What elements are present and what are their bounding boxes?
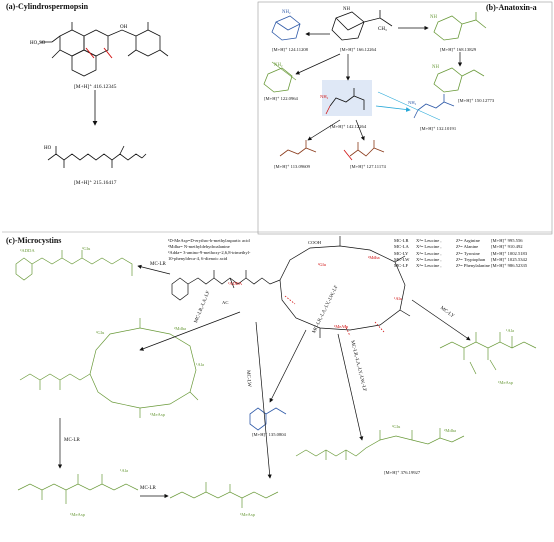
anatoxin-168 — [433, 12, 487, 41]
ion150-nh: NH — [432, 65, 439, 70]
note-adda-1: ³Adda= 3-amino-9-methoxy-2,6,8-trimethyl… — [168, 250, 251, 255]
ion168-nh: NH — [430, 15, 437, 20]
bl-ala-label: ¹Ala — [120, 468, 129, 473]
ana-ion-166: [M+H]⁺ 166.12264 — [340, 47, 377, 52]
ion132-nh2: NH₂ — [408, 100, 417, 105]
arr-mc-ly — [411, 299, 471, 341]
arr-mc-135 — [269, 329, 307, 403]
anatoxin-142 — [325, 88, 365, 115]
label-mdha: ²Mdha — [368, 255, 380, 260]
anatoxin-113 — [279, 140, 317, 157]
mc-135-fragment — [249, 407, 287, 431]
r-mdha-label: ²Mdha — [444, 428, 457, 433]
anatoxin-127 — [343, 140, 385, 161]
oh-text: OH — [120, 25, 128, 30]
frag-glu-label: ³Glu — [82, 246, 91, 251]
arr-166-122 — [295, 53, 341, 75]
panel-b-border — [257, 1, 553, 235]
anatoxin-ch3: CH₃ — [378, 27, 387, 32]
arr-142-132 — [375, 105, 411, 112]
label-ac: AC — [222, 300, 229, 305]
ana-ion-122: [M+H]⁺ 122.0964 — [264, 96, 298, 101]
cylindrospermopsin-structure — [40, 22, 169, 77]
ion142-nh2: NH₂ — [320, 94, 329, 99]
anatoxin-parent — [331, 10, 393, 41]
note-measp: ¹D-MeAsp=D-erythro-b-methylaspartic acid — [168, 238, 250, 243]
ana-ion-168: [M+H]⁺ 168.13829 — [440, 47, 477, 52]
arr-142-113 — [307, 119, 341, 141]
arr-mc-left — [139, 311, 241, 351]
mc-parent-structure — [171, 236, 411, 338]
mc-left-fragment — [19, 318, 199, 418]
anatoxin-150 — [433, 67, 485, 93]
cyn-parent-ion: [M+H]⁺ 416.12345 — [74, 84, 117, 90]
ana-ion-150: [M+H]⁺ 150.12773 — [458, 98, 495, 103]
note-mdha: ²Mdha= N-methyldehydroalanine — [168, 244, 230, 249]
arr-mc-376 — [337, 333, 364, 441]
panel-a-title: (a)-Cylindrospermopsin — [6, 2, 89, 11]
mc-notes: ¹D-MeAsp=D-erythro-b-methylaspartic acid… — [168, 238, 250, 262]
mc-ion-376: [M+H]⁺ 376.19927 — [384, 470, 421, 475]
ion124-nh: NH₂ — [282, 10, 291, 15]
ana-ion-142: [M+H]⁺ 142.12264 — [330, 124, 367, 129]
arr-mc-lw — [255, 321, 272, 479]
mc-ion-135: [M+H]⁺ 135.0804 — [252, 432, 286, 437]
anatoxin-124 — [271, 15, 301, 41]
ana-ion-124: [M+H]⁺ 124.11208 — [272, 47, 308, 52]
left-glu-label: ³Glu — [96, 330, 105, 335]
mc-bottom-mid-fragment — [169, 482, 279, 508]
arr-mclr-adda — [137, 264, 171, 275]
frag-adda-label: ³ADDA — [20, 248, 35, 253]
arrow-label-mclr-top: MC-LR — [150, 262, 166, 267]
cylindrospermopsin-fragment — [47, 145, 147, 168]
anatoxin-nh: NH — [343, 7, 350, 12]
anatoxin-122 — [263, 67, 293, 93]
anatoxin-132 — [413, 94, 455, 119]
left-mdha-label: ²Mdha — [174, 326, 187, 331]
label-measp: ¹MeAsp — [334, 324, 349, 329]
arr-green-decor — [271, 61, 297, 81]
left-measp-label: ¹MeAsp — [150, 412, 165, 417]
mc-adda-fragment — [15, 250, 133, 281]
mc-376-fragment — [295, 428, 465, 460]
label-glu: ³Glu — [318, 262, 326, 267]
ana-ion-132: [M+H]⁺ 132.10191 — [420, 126, 457, 131]
label-ala: ¹Ala — [394, 296, 402, 301]
ly-measp-label: ¹MeAsp — [498, 380, 513, 385]
frag-oh-text: HO — [44, 146, 52, 151]
panel-c-title: (c)-Microcystins — [6, 236, 62, 245]
arr-142-127 — [355, 119, 365, 141]
mc-ly-fragment — [439, 332, 537, 375]
bl-measp-label: ¹MeAsp — [70, 512, 85, 517]
note-adda-2: 10-phenyldeca-4, 6-dienoic acid — [168, 256, 228, 261]
arrow-label-lr-mid: MC-LR — [64, 438, 80, 443]
mc-bottom-left-fragment — [17, 474, 139, 504]
ion122-nh: NH₂ — [274, 63, 283, 68]
left-ala-label: ¹Ala — [196, 362, 205, 367]
ion142-highlight — [322, 80, 372, 116]
ana-ion-113: [M+H]⁺ 113.09609 — [274, 164, 310, 169]
so3-text: HO₃SO — [30, 41, 46, 46]
label-adda: ³ADDA — [228, 281, 242, 286]
cyn-fragment-ion: [M+H]⁺ 215.16417 — [74, 180, 117, 186]
arrow-label-lr-bottom: MC-LR — [140, 486, 156, 491]
arr-cyan-extra — [377, 91, 441, 121]
panel-b-title: (b)-Anatoxin-a — [486, 3, 537, 12]
bm-measp-label: ¹MeAsp — [240, 512, 255, 517]
r-glu-label: ³Glu — [392, 424, 401, 429]
ly-ala-label: ¹Ala — [506, 328, 515, 333]
label-cooh: COOH — [308, 240, 322, 245]
ana-ion-127: [M+H]⁺ 127.11174 — [350, 164, 386, 169]
